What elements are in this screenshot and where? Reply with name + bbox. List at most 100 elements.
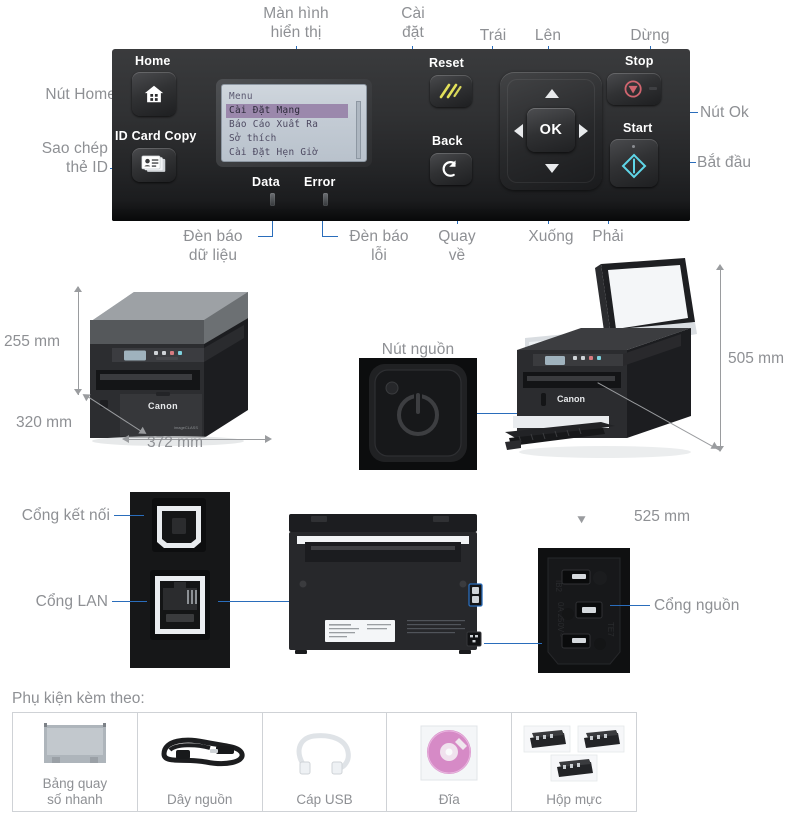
callout-settings: Cài đặt: [401, 5, 425, 41]
accessories-title: Phụ kiện kèm theo:: [12, 690, 145, 707]
callout-down: Xuống: [528, 228, 574, 245]
navigation-dpad: OK: [500, 72, 602, 190]
accessory-item: Đĩa: [387, 713, 513, 811]
callout-power-button: Nút nguồn: [381, 341, 455, 358]
error-lamp: [323, 193, 328, 206]
power-cord-icon: [138, 713, 262, 792]
callout-up: Lên: [534, 27, 562, 44]
lcd-row[interactable]: Cài Đặt Hẹn Giờ: [229, 147, 319, 158]
left-arrow-icon[interactable]: [514, 124, 523, 138]
usb-cable-icon: [263, 713, 387, 792]
accessories-table: Bảng quay số nhanh Dây nguồn: [12, 712, 637, 812]
reset-slash-icon: [439, 83, 462, 99]
back-button[interactable]: [430, 153, 472, 185]
accessory-label: Dây nguồn: [167, 792, 233, 807]
power-port-closeup: IB2 0A 250V~ TE7: [538, 548, 630, 673]
stop-icon: [624, 80, 642, 98]
id-card-copy-button[interactable]: [132, 148, 176, 182]
leader-data-v: [272, 206, 274, 236]
callout-display: Màn hình hiển thị: [263, 5, 329, 41]
dimension-depth-closed-label: 320 mm: [16, 414, 72, 431]
printer-control-panel: Home ID Card Copy: [112, 49, 690, 221]
svg-text:TE7: TE7: [606, 622, 615, 637]
accessory-item: Bảng quay số nhanh: [13, 713, 138, 811]
callout-left: Trái: [479, 27, 507, 44]
data-lamp-label: Data: [252, 175, 280, 189]
svg-text:Canon: Canon: [148, 401, 178, 411]
start-button[interactable]: [610, 139, 658, 187]
error-lamp-label: Error: [304, 175, 336, 189]
start-led: [632, 145, 635, 148]
down-arrow-icon[interactable]: [545, 164, 559, 173]
reset-button[interactable]: [430, 75, 472, 107]
stop-led: [649, 87, 657, 90]
lcd-row[interactable]: Báo Cáo Xuất Ra: [229, 119, 319, 130]
home-button[interactable]: [132, 72, 176, 116]
start-button-label: Start: [623, 121, 653, 135]
lcd-screen: Menu Cài Đặt Mạng Báo Cáo Xuất Ra Sở thí…: [221, 84, 367, 162]
back-button-label: Back: [432, 134, 463, 148]
callout-right: Phải: [592, 228, 624, 245]
lcd-row-selected[interactable]: Cài Đặt Mạng: [226, 104, 348, 118]
callout-power-port: Cổng nguồn: [654, 597, 740, 614]
callout-back: Quay về: [438, 228, 476, 264]
leader-power-button: [477, 413, 552, 415]
callout-id-card-copy: Sao chép thẻ ID: [41, 140, 108, 176]
callout-error-lamp: Đèn báo lỗi: [349, 228, 409, 264]
toner-cartridge-icon: [512, 713, 636, 792]
accessory-item: Dây nguồn: [138, 713, 263, 811]
back-arrow-icon: [442, 160, 456, 177]
printer-open-photo: Canon: [505, 256, 720, 471]
dimension-height-closed-label: 255 mm: [4, 333, 60, 350]
accessory-label: Hộp mực: [546, 792, 602, 807]
svg-text:IB2: IB2: [554, 580, 563, 593]
lcd-scrollbar[interactable]: [356, 101, 361, 159]
start-diamond-icon: [621, 153, 647, 178]
callout-home-button: Nút Home: [45, 86, 116, 103]
accessory-item: Hộp mực: [512, 713, 636, 811]
dimension-width-closed-label: 372 mm: [147, 434, 203, 451]
leader-data-h: [258, 236, 273, 238]
home-icon: [144, 85, 164, 103]
accessory-item: Cáp USB: [263, 713, 388, 811]
callout-data-lamp: Đèn báo dữ liệu: [183, 228, 243, 264]
data-lamp: [270, 193, 275, 206]
id-card-icon: [141, 155, 166, 172]
svg-text:imageCLASS: imageCLASS: [174, 425, 198, 430]
dimension-height-open-label: 505 mm: [728, 350, 784, 367]
lcd-title: Menu: [229, 91, 253, 102]
printer-rear-photo: [283, 508, 483, 660]
reset-button-label: Reset: [429, 56, 465, 70]
id-card-copy-label: ID Card Copy: [115, 129, 197, 143]
dimension-depth-open-label: 525 mm: [634, 508, 690, 525]
svg-text:0A 250V~: 0A 250V~: [556, 602, 565, 637]
accessory-label: Bảng quay số nhanh: [42, 776, 108, 807]
disc-icon: [387, 713, 511, 792]
callout-lan-port: Cổng LAN: [35, 593, 108, 610]
right-arrow-icon[interactable]: [579, 124, 588, 138]
leader-power-port-to-printer: [484, 643, 542, 645]
stop-button-label: Stop: [625, 54, 654, 68]
callout-start-button: Bắt đầu: [697, 154, 752, 171]
printer-closed-photo: Canon imageCLASS: [72, 278, 262, 446]
lcd-row[interactable]: Sở thích: [229, 133, 277, 144]
lcd-display: Menu Cài Đặt Mạng Báo Cáo Xuất Ra Sở thí…: [216, 79, 372, 167]
svg-text:Canon: Canon: [557, 394, 585, 404]
stop-button[interactable]: [607, 73, 661, 105]
ok-button[interactable]: OK: [527, 108, 575, 152]
power-button-closeup: [359, 358, 477, 470]
accessory-label: Đĩa: [438, 792, 460, 807]
leader-power-port: [610, 605, 650, 607]
leader-error-h: [322, 236, 338, 238]
leader-usb-port: [114, 515, 144, 517]
callout-ok-button: Nút Ok: [700, 104, 749, 121]
leader-error-v: [322, 206, 324, 236]
leader-lan-port: [112, 601, 147, 603]
up-arrow-icon[interactable]: [545, 89, 559, 98]
accessory-label: Cáp USB: [296, 792, 353, 807]
home-button-label: Home: [135, 54, 171, 68]
callout-stop: Dừng: [630, 27, 670, 44]
ports-closeup: [130, 492, 230, 668]
callout-usb-port: Cổng kết nối: [21, 507, 110, 524]
